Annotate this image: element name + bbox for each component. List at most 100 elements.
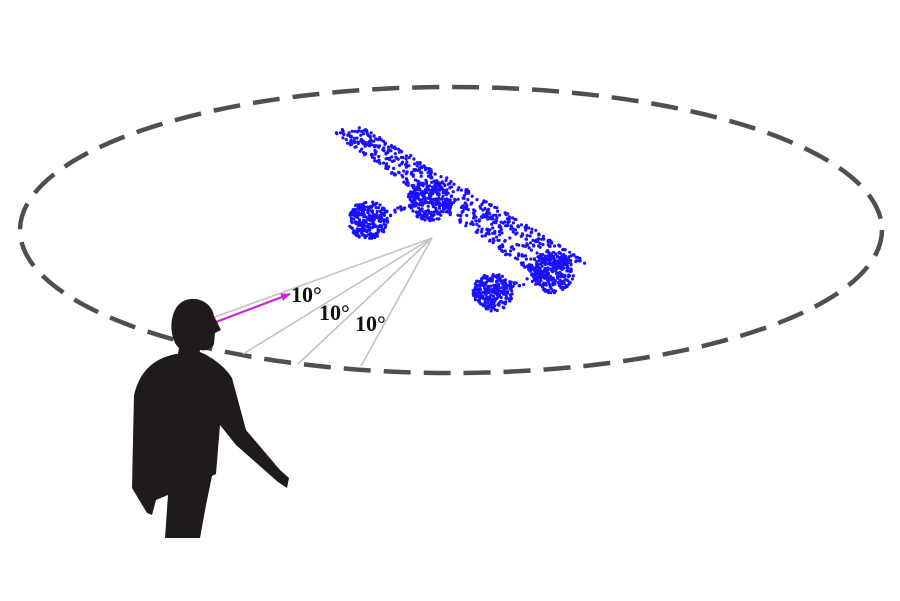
point-cloud-dot	[441, 210, 445, 214]
point-cloud-dot	[538, 242, 542, 246]
point-cloud-dot	[534, 266, 538, 270]
point-cloud-dot	[368, 231, 372, 235]
point-cloud-dot	[373, 224, 377, 229]
point-cloud-dot	[550, 277, 554, 281]
point-cloud-dot	[424, 188, 428, 193]
point-cloud-dot	[485, 288, 489, 292]
point-cloud-dot	[544, 281, 548, 286]
point-cloud-dot	[504, 300, 508, 304]
point-cloud-dot	[419, 174, 423, 178]
point-cloud-dot	[571, 253, 575, 257]
point-cloud-dot	[353, 129, 357, 133]
point-cloud-dot	[382, 139, 386, 143]
point-cloud-dot	[377, 154, 381, 159]
point-cloud-dot	[568, 269, 572, 273]
point-cloud-dot	[356, 234, 360, 238]
point-cloud-dot	[503, 287, 508, 291]
point-cloud-dot	[541, 252, 545, 257]
point-cloud-dot	[562, 262, 567, 266]
point-cloud-dot	[474, 285, 478, 289]
point-cloud-dot	[359, 139, 363, 143]
point-cloud-dot	[421, 215, 425, 219]
point-cloud-dot	[361, 208, 365, 212]
point-cloud-dot	[476, 228, 480, 232]
point-cloud-dot	[372, 134, 376, 138]
point-cloud-dot	[430, 218, 434, 222]
point-cloud-dot	[509, 280, 513, 284]
point-cloud-dot	[368, 236, 372, 240]
point-cloud-dot	[400, 173, 404, 177]
point-cloud-dot	[497, 229, 501, 234]
point-cloud-dot	[376, 228, 380, 233]
point-cloud-dot	[541, 234, 546, 238]
point-cloud-dot	[456, 197, 460, 201]
point-cloud-dot	[529, 268, 533, 272]
point-cloud-dot	[480, 227, 484, 231]
point-cloud-dot	[507, 215, 511, 219]
point-cloud-dot	[430, 180, 434, 184]
point-cloud-dot	[340, 128, 344, 132]
point-cloud-dot	[493, 308, 497, 312]
point-cloud-dot	[444, 193, 448, 197]
point-cloud-dot	[422, 212, 427, 216]
point-cloud-dot	[357, 205, 361, 209]
point-cloud-dot	[551, 263, 556, 267]
point-cloud-dot	[364, 128, 368, 132]
point-cloud-dot	[525, 277, 529, 281]
point-cloud-dot	[354, 203, 358, 207]
point-cloud-dot	[555, 255, 559, 259]
point-cloud-dot	[464, 202, 468, 206]
point-cloud-dot	[528, 234, 532, 238]
point-cloud-dot	[445, 197, 449, 201]
point-cloud-dot	[459, 188, 463, 192]
point-cloud-dot	[408, 197, 412, 202]
point-cloud-dot	[569, 262, 573, 266]
point-cloud-dot	[543, 270, 548, 274]
point-cloud-dot	[497, 245, 501, 249]
point-cloud-dot	[508, 293, 512, 297]
point-cloud-dot	[360, 233, 365, 237]
point-cloud-dot	[475, 222, 479, 226]
point-cloud-dot	[509, 224, 513, 228]
point-cloud-dot	[393, 210, 397, 214]
point-cloud-dot	[494, 274, 498, 278]
point-cloud-dot	[494, 235, 499, 239]
point-cloud-dot	[530, 230, 534, 234]
point-cloud-dot	[486, 298, 490, 302]
point-cloud-dot	[383, 210, 387, 215]
point-cloud-dot	[438, 197, 442, 201]
point-cloud-dot	[488, 304, 492, 308]
point-cloud-dot	[411, 186, 415, 190]
point-cloud-dot	[352, 217, 356, 221]
point-cloud-dot	[380, 211, 384, 215]
point-cloud-dot	[386, 145, 391, 149]
point-cloud-dot	[420, 165, 424, 169]
point-cloud-dot	[385, 156, 389, 161]
point-cloud-dot	[501, 305, 505, 309]
point-cloud-dot	[465, 213, 469, 217]
point-cloud-dot	[491, 213, 495, 217]
point-cloud-dot	[425, 214, 429, 218]
point-cloud-dot	[540, 257, 544, 261]
point-cloud-dot	[361, 223, 366, 227]
view-ray	[211, 237, 433, 319]
point-cloud-dot	[428, 172, 432, 176]
point-cloud-dot	[515, 242, 519, 247]
point-cloud-dot	[503, 220, 507, 224]
point-cloud-dot	[498, 225, 502, 229]
point-cloud-dot	[404, 165, 408, 169]
point-cloud-dot	[527, 246, 531, 250]
point-cloud-dot	[534, 228, 538, 232]
point-cloud-dot	[491, 294, 496, 298]
point-cloud-dot	[532, 277, 537, 281]
point-cloud-dot	[384, 218, 388, 223]
point-cloud-dot	[386, 149, 390, 153]
point-cloud-dot	[476, 287, 480, 291]
point-cloud-dot	[554, 269, 558, 273]
point-cloud-dot	[534, 282, 538, 286]
point-cloud-dot	[549, 239, 553, 243]
point-cloud-dot	[551, 255, 556, 259]
point-cloud-dot	[469, 202, 473, 206]
point-cloud-dot	[399, 205, 403, 209]
point-cloud-dot	[528, 241, 533, 245]
